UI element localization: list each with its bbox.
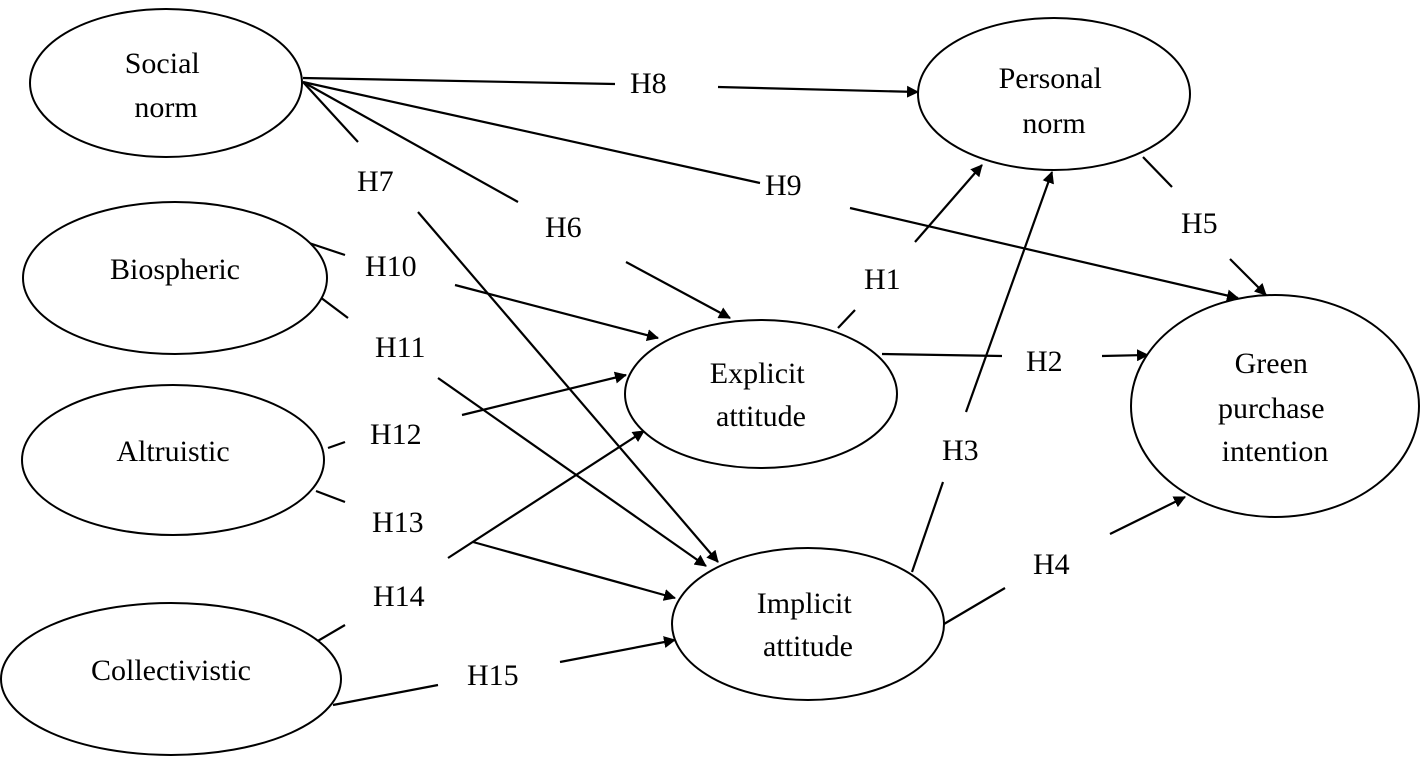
personal-norm-ellipse xyxy=(917,17,1191,171)
edge-h7-segment-1 xyxy=(302,81,359,143)
edge-h15-segment-1 xyxy=(332,683,439,707)
biospheric-label: Biospheric xyxy=(110,253,240,286)
altruistic-label: Altruistic xyxy=(116,435,229,468)
edge-h8-segment-2 xyxy=(717,85,919,98)
node-social-norm: Social norm xyxy=(29,8,303,158)
label-h2: H2 xyxy=(1026,345,1063,378)
green-purchase-intention-ellipse xyxy=(1130,294,1420,518)
edge-h14-segment-2 xyxy=(447,430,645,559)
edge-h3-segment-2 xyxy=(964,171,1054,413)
node-altruistic: Altruistic xyxy=(21,384,325,536)
edge-h4-segment-1 xyxy=(943,587,1006,625)
edge-h13-segment-1 xyxy=(315,489,346,504)
explicit-attitude-label: Explicit attitude xyxy=(710,357,812,433)
personal-norm-label: Personal norm xyxy=(999,62,1110,140)
label-h6: H6 xyxy=(545,211,582,244)
label-h13: H13 xyxy=(372,506,424,539)
label-h10: H10 xyxy=(365,250,417,283)
edge-h1-segment-1 xyxy=(837,309,856,329)
label-h1: H1 xyxy=(864,263,901,296)
label-h8: H8 xyxy=(630,67,667,100)
implicit-attitude-label: Implicit attitude xyxy=(757,587,859,663)
social-norm-label: Social norm xyxy=(125,47,208,124)
edge-h13-segment-2 xyxy=(472,540,676,601)
edge-h9-segment-1 xyxy=(302,80,761,185)
node-explicit-attitude: Explicit attitude xyxy=(624,319,898,469)
edge-h12-segment-2 xyxy=(461,371,627,417)
node-green-purchase-intention: Green purchase intention xyxy=(1130,294,1420,518)
explicit-attitude-ellipse xyxy=(624,319,898,469)
node-collectivistic: Collectivistic xyxy=(0,602,342,756)
label-h9: H9 xyxy=(765,169,802,202)
edge-h7-segment-2 xyxy=(417,211,719,563)
edge-h15-segment-2 xyxy=(559,636,676,664)
implicit-attitude-ellipse xyxy=(671,547,945,701)
edge-h5-segment-1 xyxy=(1142,156,1173,188)
hypothesis-labels: H8 H7 H9 H6 H5 H10 H1 H11 H2 H12 H3 H13 … xyxy=(357,67,1218,692)
node-personal-norm: Personal norm xyxy=(917,17,1191,171)
label-h7: H7 xyxy=(357,165,394,198)
edge-h6-segment-1 xyxy=(302,81,519,203)
green-purchase-intention-label: Green purchase intention xyxy=(1218,347,1332,468)
edge-h14-segment-1 xyxy=(315,624,346,643)
edges xyxy=(302,76,1267,707)
edge-h5-segment-2 xyxy=(1229,258,1267,296)
edge-h10-segment-2 xyxy=(454,283,659,342)
node-biospheric: Biospheric xyxy=(22,201,328,355)
edge-h1-segment-2 xyxy=(914,164,983,243)
label-h3: H3 xyxy=(942,434,979,467)
altruistic-ellipse xyxy=(21,384,325,536)
biospheric-ellipse xyxy=(22,201,328,355)
edge-h9-segment-2 xyxy=(849,206,1239,302)
edge-h2-segment-2 xyxy=(1101,349,1149,362)
edge-h8-segment-1 xyxy=(302,76,616,86)
edge-h11-segment-1 xyxy=(319,296,349,319)
label-h11: H11 xyxy=(375,331,426,364)
edge-h4-segment-2 xyxy=(1109,496,1186,535)
label-h12: H12 xyxy=(370,418,422,451)
edge-h12-segment-1 xyxy=(327,440,346,450)
edge-h3-segment-1 xyxy=(910,481,945,573)
social-norm-ellipse xyxy=(29,8,303,158)
label-h15: H15 xyxy=(467,659,519,692)
collectivistic-label: Collectivistic xyxy=(91,654,251,687)
node-implicit-attitude: Implicit attitude xyxy=(671,547,945,701)
label-h4: H4 xyxy=(1033,548,1070,581)
edge-h6-segment-2 xyxy=(625,261,731,319)
label-h5: H5 xyxy=(1181,207,1218,240)
edge-h2-segment-1 xyxy=(881,352,1003,358)
label-h14: H14 xyxy=(373,580,425,613)
collectivistic-ellipse xyxy=(0,602,342,756)
